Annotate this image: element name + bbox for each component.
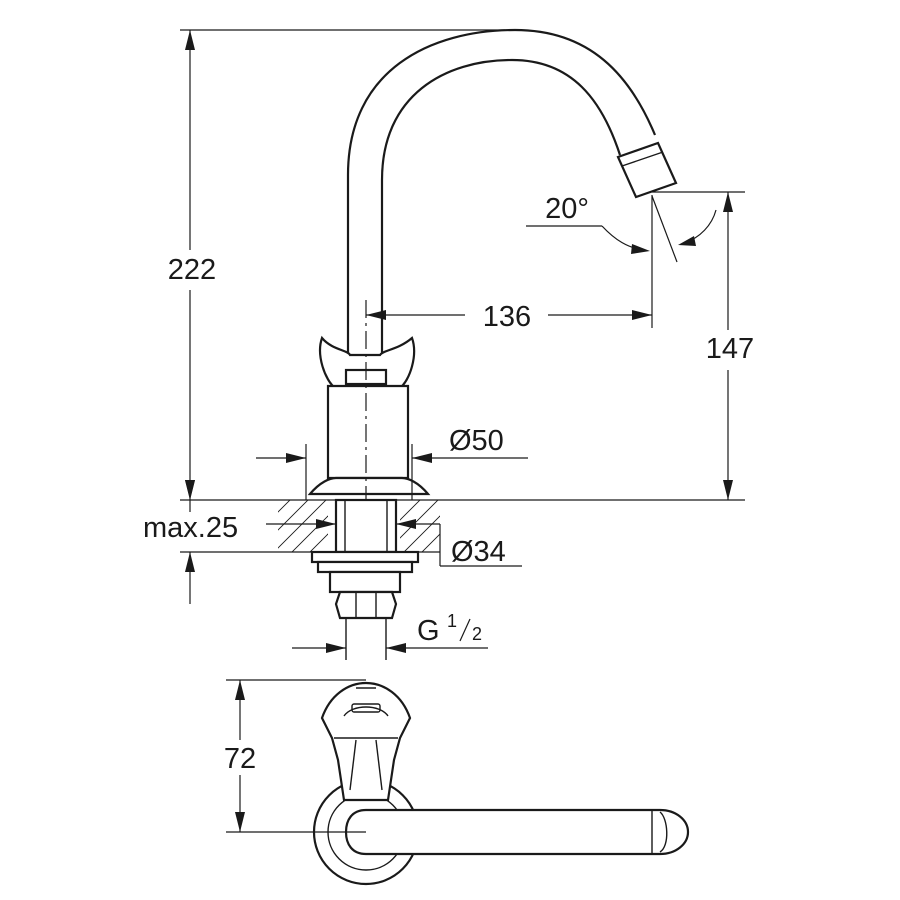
total-height-label: 222 — [168, 254, 216, 286]
mounting-shank — [310, 498, 420, 660]
body-diameter-label: Ø50 — [449, 425, 504, 457]
dimension-spray-angle: 20° — [526, 193, 717, 263]
faucet-body — [307, 335, 431, 496]
dimension-handle-height: 72 — [224, 679, 366, 833]
handle-top-view — [320, 681, 412, 802]
top-view — [312, 681, 690, 886]
spout-height-label: 147 — [706, 333, 754, 365]
spout-reach-label: 136 — [483, 301, 531, 333]
dimension-hole-diameter: Ø34 — [266, 519, 522, 568]
dimension-spout-height: 147 — [652, 191, 754, 500]
dimension-thread: G 1 2 — [292, 611, 488, 653]
thread-numerator: 1 — [447, 611, 457, 631]
dimension-spout-reach: 136 — [366, 195, 653, 333]
deck-thickness-label: max.25 — [143, 512, 238, 544]
spout — [346, 28, 678, 372]
spout-top-view — [344, 808, 690, 856]
hole-diameter-label: Ø34 — [451, 536, 506, 568]
thread-label: G — [417, 615, 440, 647]
aerator — [616, 141, 678, 199]
dimension-body-diameter: Ø50 — [256, 425, 528, 500]
thread-denominator: 2 — [472, 624, 482, 644]
handle-height-label: 72 — [224, 743, 256, 775]
spray-angle-label: 20° — [545, 193, 589, 225]
dimension-deck-thickness: max.25 — [143, 480, 278, 604]
